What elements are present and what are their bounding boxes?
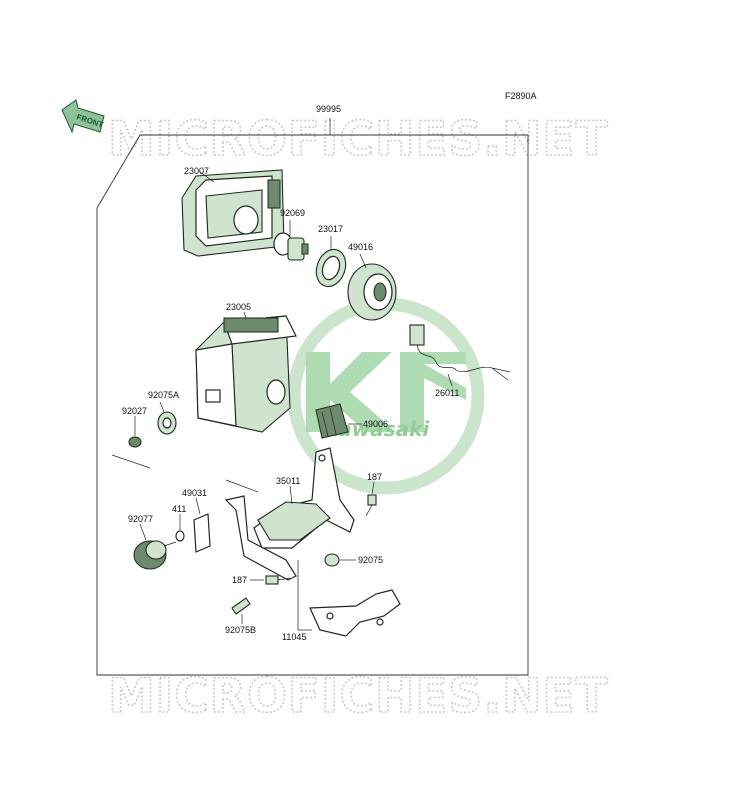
label-411: 411 [172, 504, 186, 514]
label-49031: 49031 [182, 488, 207, 498]
label-35011: 35011 [276, 476, 300, 486]
part-49031-plate [193, 513, 211, 553]
label-92027: 92027 [122, 406, 147, 416]
part-92077-knob [133, 540, 177, 570]
watermark-top: MICROFICHES.NET [108, 112, 609, 167]
label-49006: 49006 [363, 419, 388, 429]
label-23017: 23017 [318, 224, 343, 234]
part-26011-harness [409, 324, 511, 381]
label-23007: 23007 [184, 166, 209, 176]
part-11045-bracket [309, 589, 401, 637]
part-92027-collar [128, 436, 142, 448]
part-92075-grommet [324, 553, 340, 567]
part-49016-cover [347, 263, 397, 321]
part-35011-bracket [253, 447, 355, 549]
label-23005: 23005 [226, 302, 251, 312]
part-92075A-grommet [157, 411, 177, 435]
label-92077: 92077 [128, 514, 153, 524]
part-23007-lens [181, 169, 285, 257]
front-arrow-icon: FRONT [61, 99, 105, 134]
label-187-upper: 187 [367, 472, 382, 482]
label-99995: 99995 [316, 104, 341, 114]
part-187-bolt-upper [365, 494, 377, 517]
label-11045: 11045 [282, 632, 306, 642]
part-187-bolt-lower [265, 575, 291, 585]
part-92069-bulb [273, 232, 309, 261]
part-92075B-clip [231, 597, 251, 615]
label-92075: 92075 [358, 555, 383, 565]
label-26011: 26011 [435, 388, 459, 398]
part-23005-housing [195, 315, 297, 433]
label-187-lower: 187 [232, 575, 247, 585]
label-92075B: 92075B [225, 625, 256, 635]
assembly-frame [96, 134, 529, 676]
watermark-bottom: MICROFICHES.NET [108, 669, 609, 724]
part-411-washer [175, 530, 185, 542]
part-23017-ring [315, 248, 347, 288]
part-49006-boot [315, 403, 349, 439]
label-92075A: 92075A [148, 390, 179, 400]
label-49016: 49016 [348, 242, 373, 252]
label-92069: 92069 [280, 208, 305, 218]
figure-code: F2890A [505, 91, 537, 101]
